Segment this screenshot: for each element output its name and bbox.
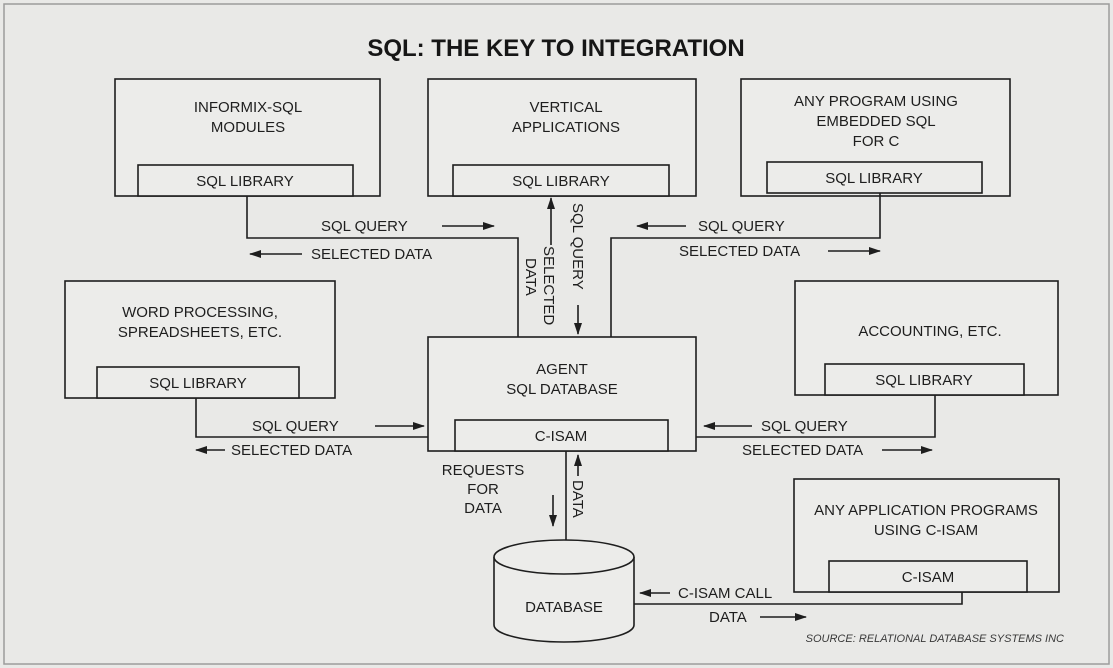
cisam-apps-label-line1: ANY APPLICATION PROGRAMS xyxy=(814,502,1038,519)
agent-c-isam: C-ISAM xyxy=(535,428,588,445)
word-connector xyxy=(195,398,428,438)
cisam-call-label: C-ISAM CALL xyxy=(678,585,772,602)
word-label-line2: SPREADSHEETS, ETC. xyxy=(118,324,282,341)
embedded-sql-library: SQL LIBRARY xyxy=(825,170,923,187)
vertical-data-label-2: DATA xyxy=(522,258,539,296)
word-processing-box: WORD PROCESSING, SPREADSHEETS, ETC. SQL … xyxy=(64,280,336,399)
informix-query-label: SQL QUERY xyxy=(321,218,408,235)
vertical-query-label: SQL QUERY xyxy=(569,203,586,290)
informix-sql-library: SQL LIBRARY xyxy=(196,173,294,190)
informix-connector xyxy=(246,196,519,337)
agent-label-line2: SQL DATABASE xyxy=(506,381,617,398)
informix-label-line2: MODULES xyxy=(211,119,285,136)
cisam-apps-label-line2: USING C-ISAM xyxy=(874,522,978,539)
database-label: DATABASE xyxy=(525,599,603,616)
agent-sql-database-box: AGENT SQL DATABASE C-ISAM xyxy=(427,336,697,452)
requests-label-3: DATA xyxy=(464,500,502,517)
vertical-sql-library: SQL LIBRARY xyxy=(512,173,610,190)
requests-label-1: REQUESTS xyxy=(442,462,525,479)
embedded-connector xyxy=(610,193,881,337)
outer-frame xyxy=(3,3,1110,665)
vertical-label-line1: VERTICAL xyxy=(529,99,602,116)
informix-sql-modules-box: INFORMIX-SQL MODULES SQL LIBRARY xyxy=(114,78,381,197)
vertical-label-line2: APPLICATIONS xyxy=(512,119,620,136)
db-data-label: DATA xyxy=(569,480,586,518)
embedded-label-line2: EMBEDDED SQL xyxy=(816,113,935,130)
cisam-data-label: DATA xyxy=(709,609,747,626)
word-label-line1: WORD PROCESSING, xyxy=(122,304,278,321)
vertical-applications-box: VERTICAL APPLICATIONS SQL LIBRARY xyxy=(427,78,697,197)
accounting-sql-library: SQL LIBRARY xyxy=(875,372,973,389)
word-sql-library: SQL LIBRARY xyxy=(149,375,247,392)
embedded-sql-program-box: ANY PROGRAM USING EMBEDDED SQL FOR C SQL… xyxy=(740,78,1011,197)
embedded-label-line1: ANY PROGRAM USING xyxy=(794,93,958,110)
database-cylinder: DATABASE xyxy=(493,539,635,643)
embedded-label-line3: FOR C xyxy=(853,133,900,150)
agent-label-line1: AGENT xyxy=(536,361,588,378)
accounting-connector xyxy=(696,395,936,438)
accounting-box: ACCOUNTING, ETC. SQL LIBRARY xyxy=(794,280,1059,396)
accounting-query-label: SQL QUERY xyxy=(761,418,848,435)
vertical-data-label-1: SELECTED xyxy=(540,246,557,325)
cisam-apps-c-isam: C-ISAM xyxy=(902,569,955,586)
requests-label-2: FOR xyxy=(467,481,499,498)
word-query-label: SQL QUERY xyxy=(252,418,339,435)
embedded-data-label: SELECTED DATA xyxy=(679,243,800,260)
accounting-label: ACCOUNTING, ETC. xyxy=(858,323,1001,340)
informix-label-line1: INFORMIX-SQL xyxy=(194,99,302,116)
source-credit: SOURCE: RELATIONAL DATABASE SYSTEMS INC xyxy=(806,633,1064,645)
diagram-title: SQL: THE KEY TO INTEGRATION xyxy=(367,35,744,62)
informix-data-label: SELECTED DATA xyxy=(311,246,432,263)
word-data-label: SELECTED DATA xyxy=(231,442,352,459)
embedded-query-label: SQL QUERY xyxy=(698,218,785,235)
cisam-apps-connector xyxy=(634,592,963,605)
c-isam-applications-box: ANY APPLICATION PROGRAMS USING C-ISAM C-… xyxy=(793,478,1060,593)
accounting-data-label: SELECTED DATA xyxy=(742,442,863,459)
